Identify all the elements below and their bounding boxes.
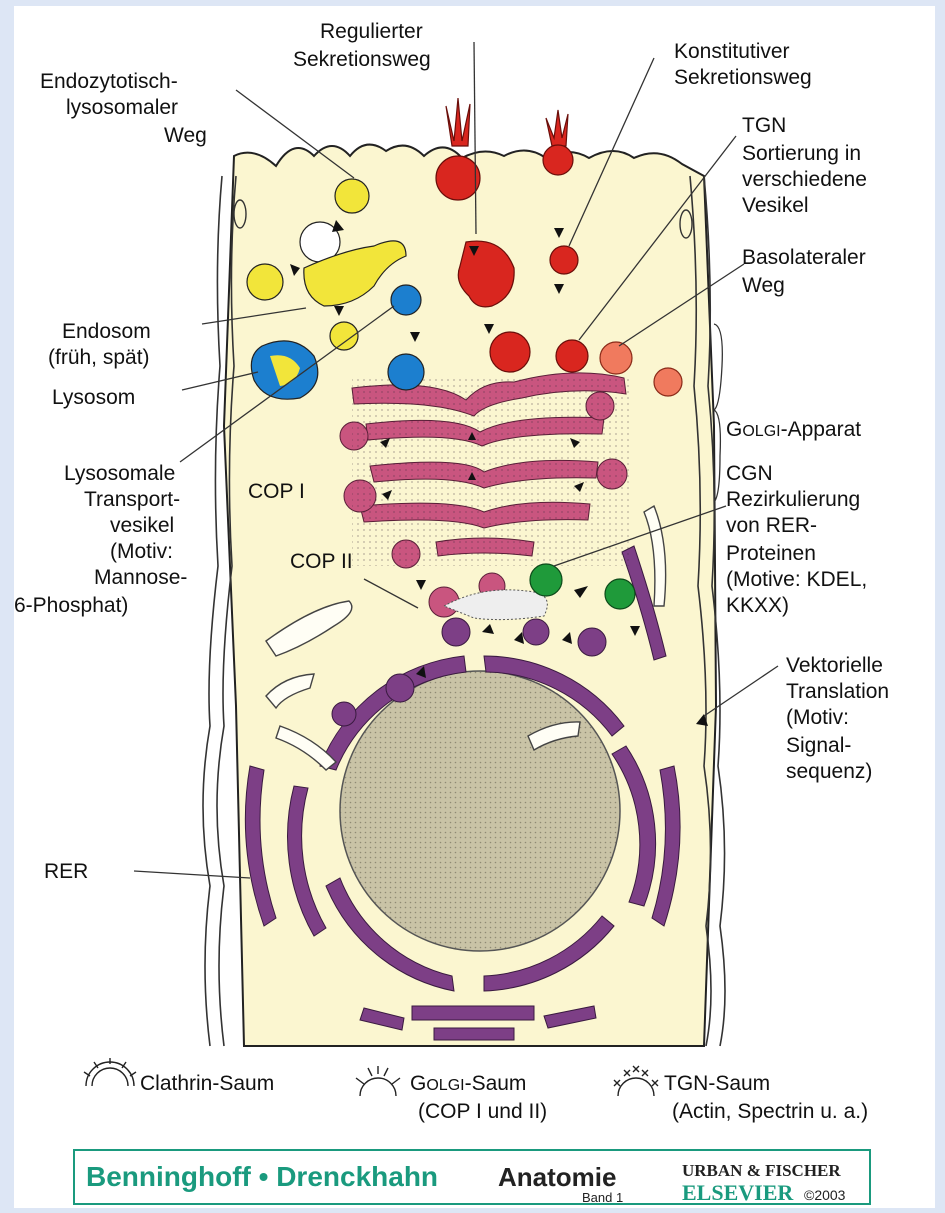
legend-tgn: TGN-Saum xyxy=(664,1072,770,1095)
label-vek-3: (Motiv: xyxy=(786,706,849,729)
legend: Clathrin-Saum GOLGI-Saum (COP I und II) … xyxy=(84,1058,868,1123)
lateral-membrane-left xyxy=(203,176,222,1046)
label-cgn-4: Proteinen xyxy=(726,542,816,565)
label-tgn-3: verschiedene xyxy=(742,168,867,191)
label-rer: RER xyxy=(44,860,88,883)
label-lysosom: Lysosom xyxy=(52,386,135,409)
golgi-texture xyxy=(352,376,632,566)
label-endosom-2: (früh, spät) xyxy=(48,346,150,369)
legend-clathrin: Clathrin-Saum xyxy=(140,1072,274,1095)
label-lyso-2: Transport- xyxy=(84,488,180,511)
label-cgn-1: CGN xyxy=(726,462,773,485)
label-endozyt-3: Weg xyxy=(164,124,207,147)
legend-tgn-sub: (Actin, Spectrin u. a.) xyxy=(672,1100,868,1123)
label-cgn-6: KKXX) xyxy=(726,594,789,617)
footer-authors: Benninghoff • Drenckhahn xyxy=(86,1161,438,1192)
label-baso-1: Basolateraler xyxy=(742,246,866,269)
label-konstitutiver-2: Sekretionsweg xyxy=(674,66,812,89)
label-tgn-1: TGN xyxy=(742,114,786,137)
label-tgn-2: Sortierung in xyxy=(742,142,861,165)
footer-publisher-2: ELSEVIER xyxy=(682,1180,794,1205)
tgn-saum-icon xyxy=(614,1066,658,1096)
label-vek-4: Signal- xyxy=(786,734,851,757)
label-tgn-4: Vesikel xyxy=(742,194,809,217)
label-lyso-1: Lysosomale xyxy=(64,462,175,485)
label-vek-2: Translation xyxy=(786,680,889,703)
label-endozyt-2: lysosomaler xyxy=(66,96,178,119)
label-lyso-5: Mannose- xyxy=(94,566,187,589)
nucleus xyxy=(340,671,620,951)
label-konstitutiver: Konstitutiver xyxy=(674,40,790,63)
footer-band: Band 1 xyxy=(582,1190,623,1205)
label-cop2: COP II xyxy=(290,550,353,573)
recycling-vesicle-green xyxy=(605,579,635,609)
label-vek-1: Vektorielle xyxy=(786,654,883,677)
label-cgn-5: (Motive: KDEL, xyxy=(726,568,867,591)
label-cop1: COP I xyxy=(248,480,305,503)
publisher-footer: Benninghoff • Drenckhahn Anatomie Band 1… xyxy=(74,1150,870,1205)
label-lyso-4: (Motiv: xyxy=(110,540,173,563)
figure-panel: Regulierter Sekretionsweg Konstitutiver … xyxy=(14,6,935,1208)
clathrin-saum-icon xyxy=(84,1058,136,1086)
label-regulierter-2: Sekretionsweg xyxy=(293,48,431,71)
footer-title: Anatomie xyxy=(498,1162,616,1192)
cell-diagram: Regulierter Sekretionsweg Konstitutiver … xyxy=(14,6,935,1208)
footer-year: ©2003 xyxy=(804,1187,846,1203)
label-endozyt-1: Endozytotisch- xyxy=(40,70,178,93)
label-lyso-3: vesikel xyxy=(110,514,174,537)
label-baso-2: Weg xyxy=(742,274,785,297)
label-golgi-apparat: GOLGI-Apparat xyxy=(726,418,861,441)
footer-publisher-1: URBAN & FISCHER xyxy=(682,1161,841,1180)
label-endosom-1: Endosom xyxy=(62,320,151,343)
label-regulierter: Regulierter xyxy=(320,20,423,43)
legend-golgi-sub: (COP I und II) xyxy=(418,1100,547,1123)
cgn-vesicle-green xyxy=(530,564,562,596)
label-cgn-2: Rezirkulierung xyxy=(726,488,860,511)
label-vek-5: sequenz) xyxy=(786,760,872,783)
legend-golgi: GOLGI-Saum xyxy=(410,1072,526,1095)
golgi-saum-icon xyxy=(356,1066,400,1096)
label-cgn-3: von RER- xyxy=(726,514,817,537)
label-lyso-6: 6-Phosphat) xyxy=(14,594,128,617)
